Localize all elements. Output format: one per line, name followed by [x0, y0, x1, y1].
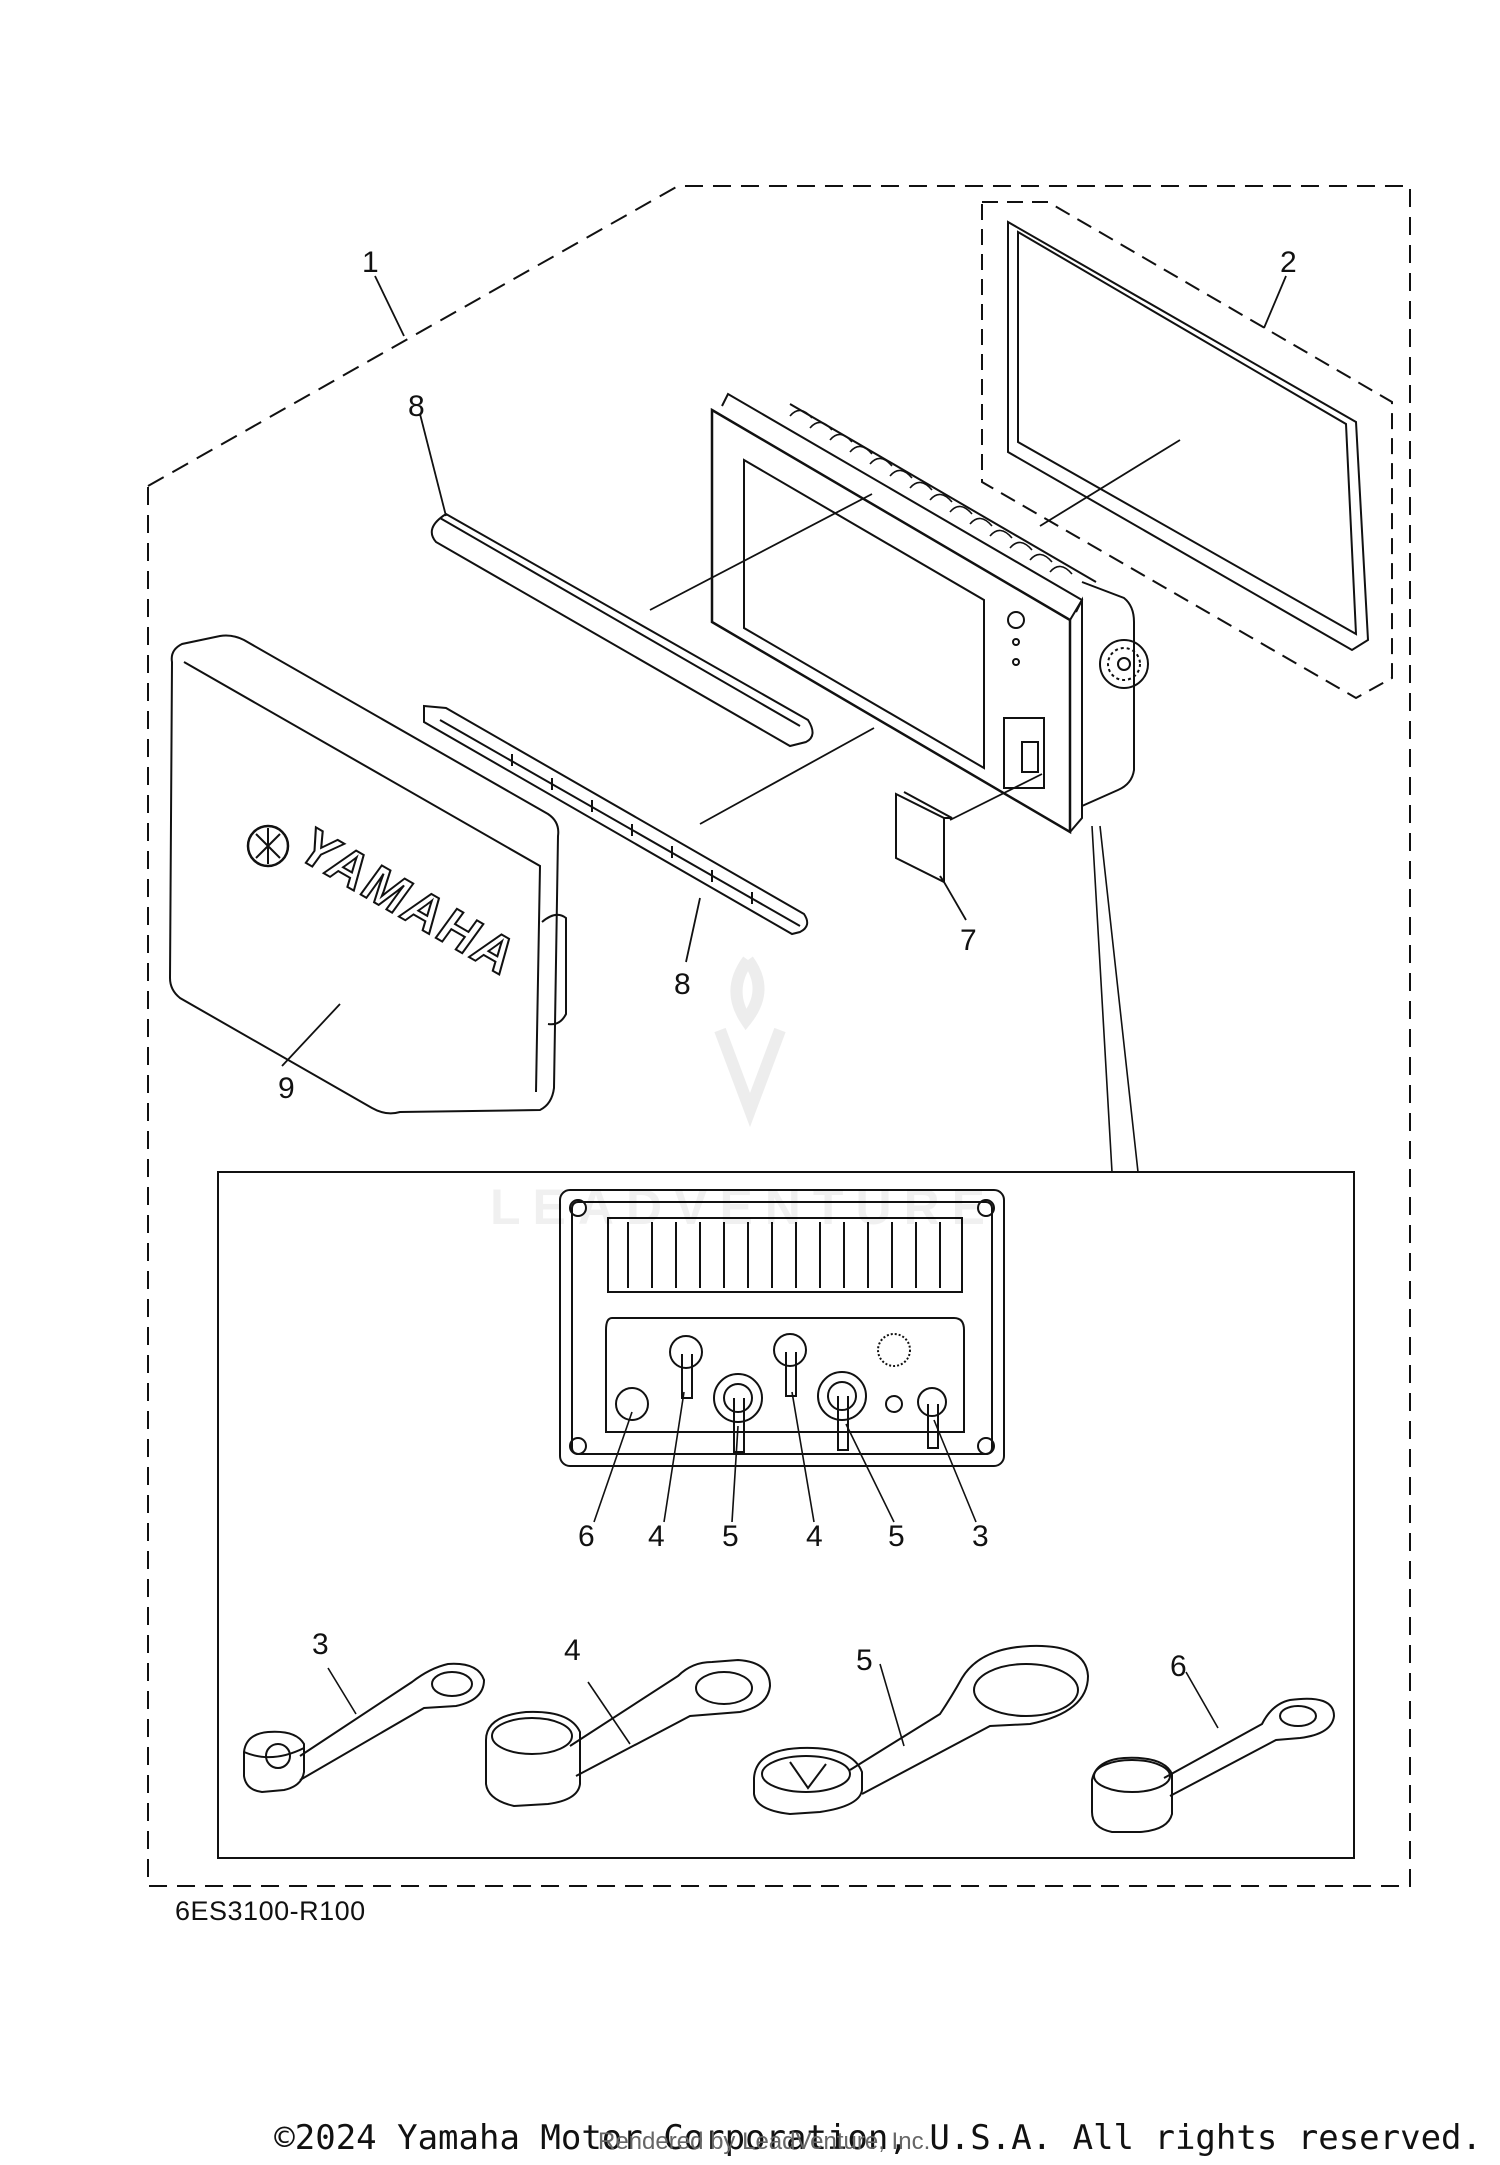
- cap-part-4: [485, 1658, 772, 1808]
- cap-part-5: [753, 1644, 1090, 1816]
- callout-cap-3: 3: [312, 1628, 329, 1661]
- callout-9: 9: [278, 1072, 295, 1105]
- callout-8-lower: 8: [674, 968, 691, 1001]
- cap-part-6: [1091, 1697, 1336, 1833]
- detail-view-frame: [217, 1171, 1355, 1859]
- callout-cap-6: 6: [1170, 1650, 1187, 1683]
- rendered-by-notice: Rendered by LeadVenture, Inc.: [598, 2128, 931, 2155]
- screen-film: [1007, 220, 1370, 652]
- callout-detail-4b: 4: [806, 1520, 823, 1553]
- callout-cap-5: 5: [856, 1644, 873, 1677]
- copyright-notice: ©2024 Yamaha Motor Corporation, U.S.A. A…: [274, 2118, 1482, 2158]
- display-unit: [710, 392, 1135, 835]
- callout-labels: 1 2 8 7 8 9 6 4 5 4 5 3 3 4 5 6: [278, 246, 1297, 1683]
- mounting-knob: [1099, 639, 1149, 689]
- callout-detail-4a: 4: [648, 1520, 665, 1553]
- watermark-text: LEADVENTURE: [490, 1179, 998, 1235]
- callout-7: 7: [960, 924, 977, 957]
- callout-cap-4: 4: [564, 1634, 581, 1667]
- bracket-rail-lower: [423, 704, 809, 936]
- leader-lines-top: [281, 275, 1287, 1173]
- film-dashed-box: [981, 201, 1393, 700]
- callout-detail-5b: 5: [888, 1520, 905, 1553]
- sun-cover: [168, 634, 567, 1115]
- callout-detail-6: 6: [578, 1520, 595, 1553]
- trim-rod-upper: [430, 512, 814, 748]
- callout-2: 2: [1280, 246, 1297, 279]
- assembly-boundary: [147, 185, 1411, 1887]
- heat-sink-fins: [789, 409, 1073, 575]
- memory-card: [895, 791, 953, 884]
- rear-view-unit: [559, 1189, 1005, 1467]
- callout-8-upper: 8: [408, 390, 425, 423]
- cover-brand-text: YAMAHA: [287, 819, 530, 987]
- callout-1: 1: [362, 246, 379, 279]
- leader-lines-detail: [327, 1391, 1219, 1747]
- callout-detail-3: 3: [972, 1520, 989, 1553]
- cap-part-3: [243, 1662, 486, 1794]
- watermark-logo: [714, 956, 786, 1128]
- diagram-part-code: 6ES3100-R100: [175, 1896, 366, 1926]
- callout-detail-5a: 5: [722, 1520, 739, 1553]
